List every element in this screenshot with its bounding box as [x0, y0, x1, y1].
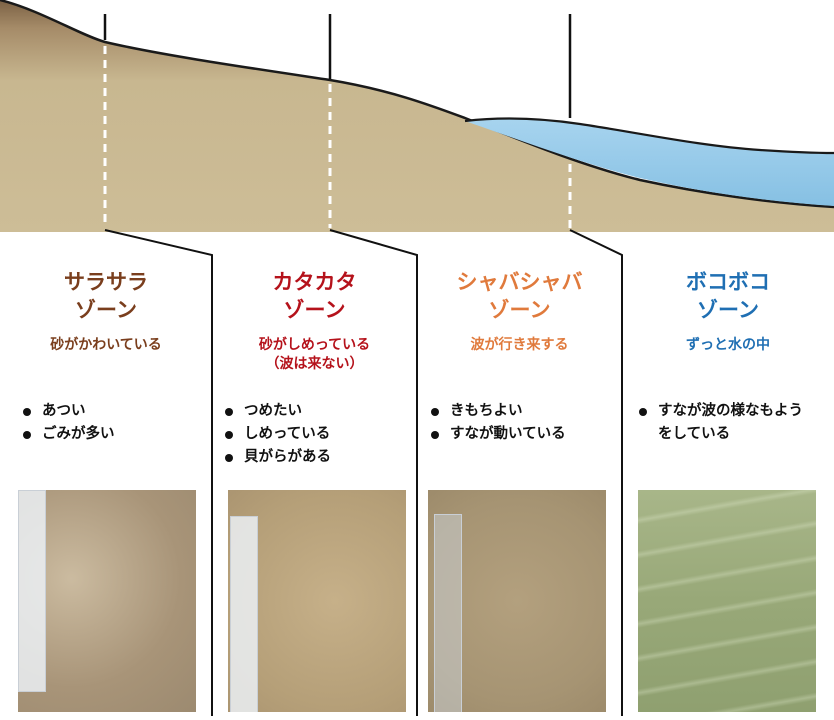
bullet: すなが波の様なもようをしている [636, 400, 816, 446]
divider-1 [104, 229, 213, 716]
ruler [434, 514, 462, 712]
divider-3 [569, 229, 623, 716]
zone-2-name: カタカタ ゾーン [272, 270, 357, 322]
zone-4-header: ボコボコ ゾーン ずっと水の中 [622, 268, 834, 355]
zone-1-header: サラサラ ゾーン 砂がかわいている [0, 268, 212, 355]
zone-1-name: サラサラ ゾーン [64, 270, 148, 322]
bullet: すなが動いている [428, 423, 618, 446]
bullet: しめっている [222, 423, 412, 446]
ruler [230, 516, 258, 712]
zone-1-subtitle: 砂がかわいている [50, 337, 162, 353]
sand-area [0, 0, 834, 232]
zone-3-bullets: きもちよい すなが動いている [428, 400, 618, 446]
zone-2-subtitle: 砂がしめっている （波は来ない） [258, 337, 371, 372]
zone-2-sand-photo [228, 490, 406, 712]
zone-4-name: ボコボコ ゾーン [686, 270, 770, 322]
zone-4-subtitle: ずっと水の中 [686, 337, 770, 353]
water-area [465, 118, 834, 206]
bullet: ごみが多い [20, 423, 205, 446]
bullet: 貝がらがある [222, 446, 412, 469]
zone-2-bullets: つめたい しめっている 貝がらがある [222, 400, 412, 469]
zone-1-bullets: あつい ごみが多い [20, 400, 205, 446]
zone-3-name: シャバシャバ ゾーン [456, 270, 583, 322]
zone-4-bullets: すなが波の様なもようをしている [636, 400, 816, 446]
bullet: あつい [20, 400, 205, 423]
bullet: つめたい [222, 400, 412, 423]
zone-3-subtitle: 波が行き来する [470, 337, 569, 353]
zone-1-sand-photo [18, 490, 196, 712]
zone-3-sand-photo [428, 490, 606, 712]
zone-3-header: シャバシャバ ゾーン 波が行き来する [417, 268, 622, 355]
ruler [18, 490, 46, 692]
zone-4-sand-photo [638, 490, 816, 712]
bullet: きもちよい [428, 400, 618, 423]
zone-2-header: カタカタ ゾーン 砂がしめっている （波は来ない） [212, 268, 417, 374]
divider-2 [329, 229, 418, 716]
